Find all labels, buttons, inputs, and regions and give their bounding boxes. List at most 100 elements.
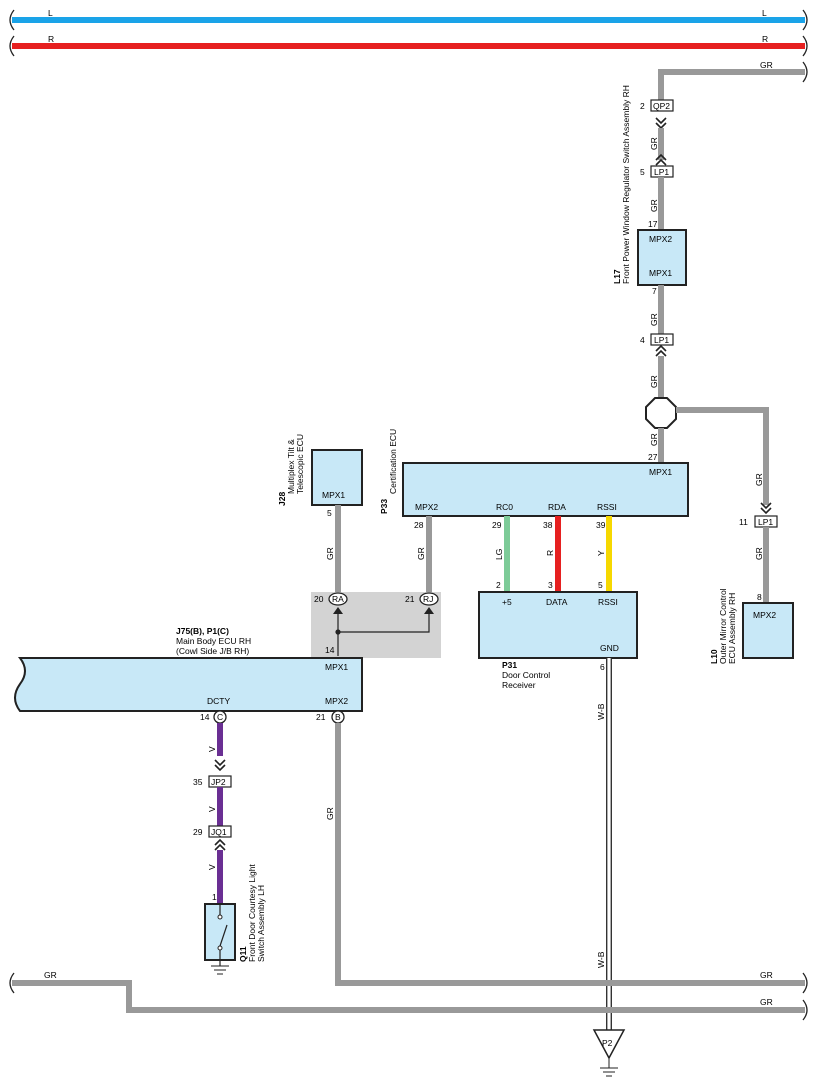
wire-label-gr: GR xyxy=(649,313,659,326)
connector-b-label: B xyxy=(335,712,341,722)
j75-mpx1: MPX1 xyxy=(325,662,348,672)
ecu-l17: 17 MPX2 MPX1 7 L17 Front Power Window Re… xyxy=(612,85,687,296)
wire-label-gr: GR xyxy=(44,970,57,980)
l10-name-2: ECU Assembly RH xyxy=(727,593,737,664)
p31-rssi: RSSI xyxy=(598,597,618,607)
ecu-j28: MPX1 5 J28 Multiplex Tilt & Telescopic E… xyxy=(277,434,363,518)
connector-qp2-pin: 2 xyxy=(640,101,645,111)
connector-b: B 21 xyxy=(316,710,345,724)
connector-c-pin: 14 xyxy=(200,712,210,722)
wire-label-v: V xyxy=(207,746,217,752)
wire-label-v: V xyxy=(207,864,217,870)
p33-rda: RDA xyxy=(548,502,566,512)
connector-lp1-a: LP1 5 xyxy=(640,165,674,178)
l17-pin-top: 17 xyxy=(648,219,658,229)
bus-R-label-left: R xyxy=(48,34,54,44)
p33-mpx1: MPX1 xyxy=(649,467,672,477)
q11-name-1: Front Door Courtesy Light xyxy=(247,864,257,962)
junction-block: RA 20 RJ 21 14 xyxy=(311,592,441,658)
wire-label-gr: GR xyxy=(325,807,335,820)
wire-label-gr: GR xyxy=(754,547,764,560)
wire-wb: W-B W-B xyxy=(596,658,612,1030)
l10-name-1: Outer Mirror Control xyxy=(718,588,728,664)
l17-name: Front Power Window Regulator Switch Asse… xyxy=(621,85,631,284)
connector-lp1-c-label: LP1 xyxy=(758,517,773,527)
connector-jq1-pin: 29 xyxy=(193,827,203,837)
q11-code: Q11 xyxy=(238,946,248,962)
p31-name-1: Door Control xyxy=(502,670,550,680)
j28-name-1: Multiplex Tilt & xyxy=(286,439,296,494)
wire-label-v: V xyxy=(207,806,217,812)
ecu-l10: 8 MPX2 L10 Outer Mirror Control ECU Asse… xyxy=(709,588,794,664)
connector-lp1-b-label: LP1 xyxy=(654,335,669,345)
wire-label-r: R xyxy=(545,550,555,556)
connector-lp1-c-pin: 11 xyxy=(739,517,748,527)
p33-pin-rda: 38 xyxy=(543,520,553,530)
connector-lp1-b: LP1 4 xyxy=(640,333,674,357)
connector-c-label: C xyxy=(217,712,223,722)
p33-pin-rc0: 29 xyxy=(492,520,502,530)
connector-ra-pin: 20 xyxy=(314,594,324,604)
connector-lp1-a-pin: 5 xyxy=(640,167,645,177)
wire-label-gr: GR xyxy=(649,375,659,388)
ecu-p33: 27 MPX1 MPX2 RC0 RDA RSSI 28 29 38 39 P3… xyxy=(379,429,689,530)
p31-gnd: GND xyxy=(600,643,619,653)
connector-jq1-label: JQ1 xyxy=(211,827,227,837)
wire-label-gr: GR xyxy=(325,547,335,560)
l10-code: L10 xyxy=(709,649,719,664)
connector-rj-pin: 21 xyxy=(405,594,415,604)
junction-pin-14: 14 xyxy=(325,645,335,655)
p31-pin-5v: 2 xyxy=(496,580,501,590)
connector-ra-label: RA xyxy=(332,594,344,604)
j28-name-2: Telescopic ECU xyxy=(295,434,305,494)
wire-label-gr: GR xyxy=(760,997,773,1007)
p33-pin-rssi: 39 xyxy=(596,520,606,530)
p33-name: Certification ECU xyxy=(388,429,398,494)
ecu-p31: 2 3 5 +5 DATA RSSI GND 6 P31 Door Contro… xyxy=(478,580,638,690)
p33-pin-mpx2: 28 xyxy=(414,520,424,530)
j28-code: J28 xyxy=(277,492,287,506)
connector-jp2-pin: 35 xyxy=(193,777,203,787)
switch-q11: 1 Q11 Front Door Courtesy Light Switch A… xyxy=(204,864,266,975)
bus-R-label-right: R xyxy=(762,34,768,44)
p33-rssi: RSSI xyxy=(597,502,617,512)
j28-mpx1: MPX1 xyxy=(322,490,345,500)
wire-label-gr: GR xyxy=(649,433,659,446)
connector-jp2: JP2 35 xyxy=(193,775,232,788)
wire-label-gr: GR xyxy=(760,970,773,980)
wire-label-gr: GR xyxy=(416,547,426,560)
ground-p2-label: P2 xyxy=(602,1038,613,1048)
connector-qp2-label: QP2 xyxy=(653,101,670,111)
connector-jq1: JQ1 29 xyxy=(193,825,232,851)
p31-code: P31 xyxy=(502,660,517,670)
connector-b-pin: 21 xyxy=(316,712,326,722)
connector-lp1-c: LP1 11 xyxy=(739,515,778,528)
p31-data: DATA xyxy=(546,597,568,607)
p31-pin-data: 3 xyxy=(548,580,553,590)
q11-pin: 1 xyxy=(212,892,217,902)
ground-p2: P2 xyxy=(592,1029,626,1077)
p33-mpx2: MPX2 xyxy=(415,502,438,512)
p31-pin-rssi: 5 xyxy=(598,580,603,590)
l17-mpx2: MPX2 xyxy=(649,234,672,244)
j75-mpx2: MPX2 xyxy=(325,696,348,706)
wire-label-wb: W-B xyxy=(596,703,606,720)
l10-mpx2: MPX2 xyxy=(753,610,776,620)
p31-5v: +5 xyxy=(502,597,512,607)
l17-mpx1: MPX1 xyxy=(649,268,672,278)
ecu-j75: J75(B), P1(C) Main Body ECU RH (Cowl Sid… xyxy=(14,626,363,712)
j75-dcty: DCTY xyxy=(207,696,230,706)
connector-qp2: QP2 2 xyxy=(640,99,674,130)
connector-lp1-a-label: LP1 xyxy=(654,167,669,177)
j75-code: J75(B), P1(C) xyxy=(176,626,229,636)
connector-c: C 14 xyxy=(200,710,227,724)
p33-pin-mpx1: 27 xyxy=(648,452,658,462)
connector-jp2-label: JP2 xyxy=(211,777,226,787)
wire-label-y: Y xyxy=(596,550,606,556)
wire-label-gr: GR xyxy=(754,473,764,486)
bus-L-label-left: L xyxy=(48,8,53,18)
wire-label-gr: GR xyxy=(649,199,659,212)
j75-name-1: Main Body ECU RH xyxy=(176,636,251,646)
p33-rc0: RC0 xyxy=(496,502,513,512)
